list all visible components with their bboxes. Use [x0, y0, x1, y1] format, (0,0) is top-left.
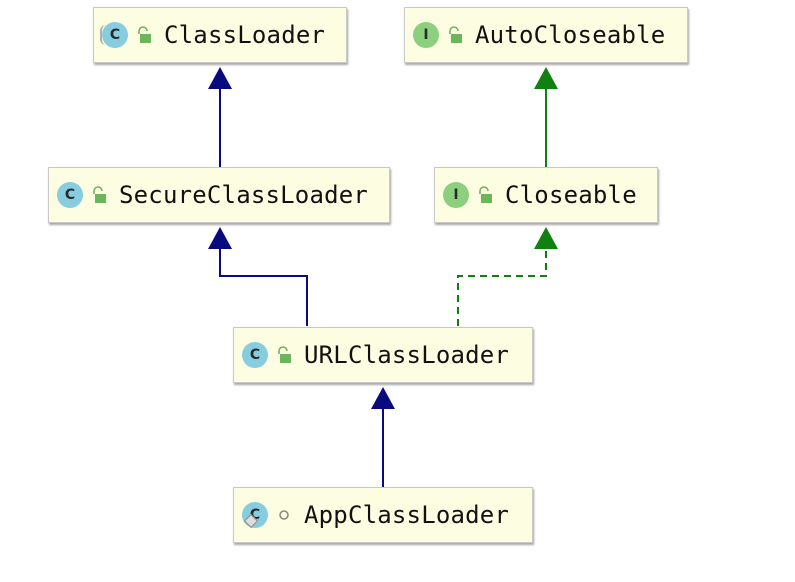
class-icon: C — [242, 502, 268, 529]
node-label: URLClassLoader — [304, 341, 510, 369]
node-urlclassloader[interactable]: C URLClassLoader — [233, 327, 533, 383]
edge-urlclassloader-closeable — [457, 227, 558, 326]
node-label: AppClassLoader — [304, 501, 510, 529]
public-lock-icon — [89, 185, 109, 205]
class-icon: C — [57, 182, 83, 208]
class-icon: C — [242, 342, 268, 368]
node-label: Closeable — [505, 181, 637, 209]
edge-appclassloader-urlclassloader — [371, 387, 395, 487]
node-appclassloader[interactable]: C AppClassLoader — [233, 487, 533, 543]
node-closeable[interactable]: I Closeable — [434, 167, 658, 223]
node-label: SecureClassLoader — [119, 181, 369, 209]
node-autocloseable[interactable]: I AutoCloseable — [404, 7, 688, 63]
interface-icon: I — [443, 182, 469, 208]
public-lock-icon — [445, 25, 465, 45]
static-pin-icon — [243, 513, 259, 529]
edge-closeable-autocloseable — [534, 67, 558, 167]
public-lock-icon — [134, 25, 154, 45]
node-label: ClassLoader — [164, 21, 326, 49]
interface-icon: I — [413, 22, 439, 48]
public-lock-icon — [274, 345, 294, 365]
package-private-circle-icon — [274, 505, 294, 525]
edge-secureclassloader-classloader — [208, 67, 232, 167]
node-secureclassloader[interactable]: C SecureClassLoader — [48, 167, 390, 223]
node-label: AutoCloseable — [475, 21, 666, 49]
edge-urlclassloader-secureclassloader — [208, 227, 308, 326]
node-classloader[interactable]: C ClassLoader — [93, 7, 347, 63]
class-icon: C — [100, 22, 128, 48]
public-lock-icon — [475, 185, 495, 205]
